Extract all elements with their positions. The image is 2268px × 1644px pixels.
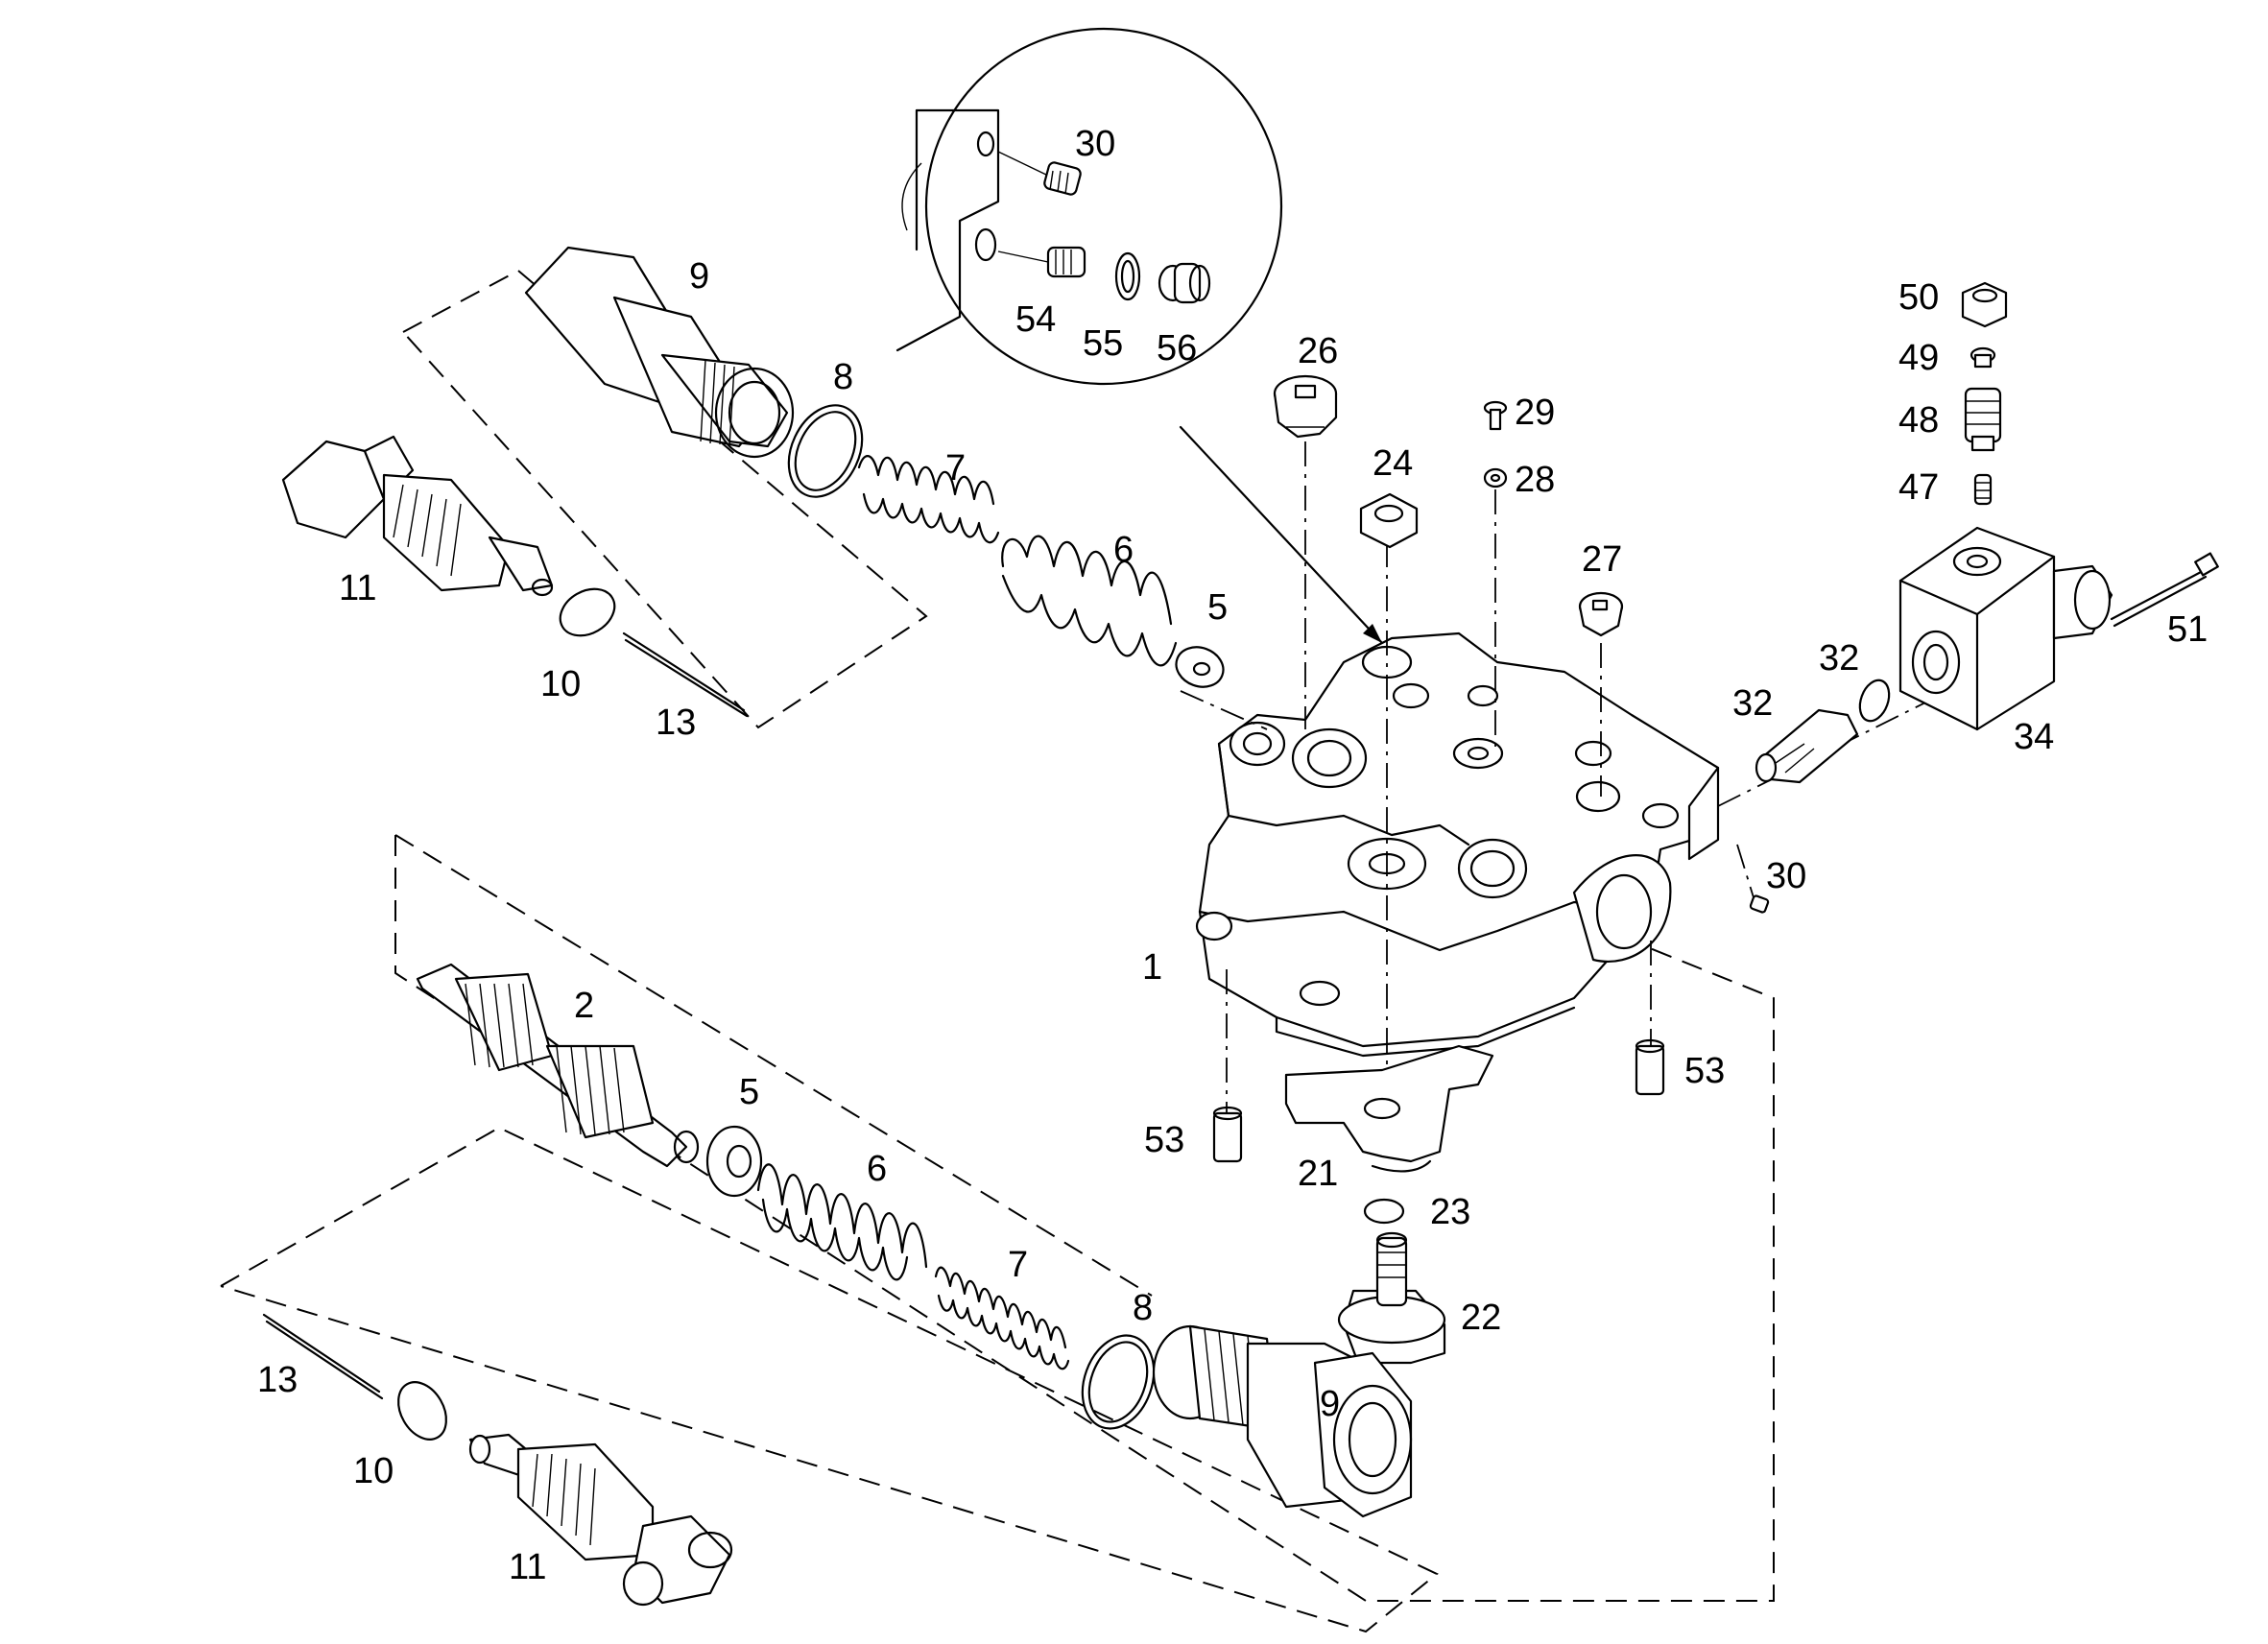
- callout-32-left: 32: [1732, 683, 1773, 724]
- adapter-9-lower: [1152, 1324, 1413, 1518]
- callout-23: 23: [1430, 1192, 1470, 1232]
- callout-28: 28: [1515, 460, 1555, 500]
- callout-8-upper: 8: [833, 357, 853, 397]
- callout-21: 21: [1298, 1154, 1338, 1194]
- seal-ring-55: [1114, 251, 1141, 301]
- nozzle-47: [1973, 473, 1993, 506]
- callout-29: 29: [1515, 393, 1555, 433]
- callout-53-left: 53: [1144, 1120, 1184, 1160]
- valve-body-1: [1195, 631, 1720, 1058]
- callout-10-lower: 10: [353, 1451, 394, 1491]
- o-ring-23: [1363, 1198, 1405, 1225]
- pin-13-upper: [622, 631, 749, 718]
- set-screw-30-detail: [997, 151, 1082, 196]
- callout-5-lower: 5: [739, 1072, 759, 1112]
- callout-24: 24: [1373, 443, 1413, 484]
- callout-54: 54: [1015, 299, 1056, 340]
- callout-8-lower: 8: [1133, 1288, 1153, 1328]
- set-screw-30-side: [1749, 894, 1770, 914]
- callout-51: 51: [2167, 609, 2208, 650]
- callout-50: 50: [1898, 277, 1939, 318]
- washer-49: [1970, 346, 1996, 369]
- nut-24: [1359, 492, 1419, 549]
- lever-21: [1284, 1044, 1494, 1173]
- callout-22: 22: [1461, 1298, 1501, 1338]
- o-ring-10-lower: [397, 1381, 447, 1441]
- callout-32-right: 32: [1819, 638, 1859, 679]
- callout-7-lower: 7: [1008, 1245, 1028, 1285]
- callout-9-upper: 9: [689, 256, 709, 297]
- callout-48: 48: [1898, 400, 1939, 441]
- bolt-51: [2110, 552, 2219, 628]
- plug-56: [1158, 262, 1211, 304]
- set-screw-54: [997, 246, 1086, 278]
- fitting-48: [1964, 387, 2002, 452]
- washer-5-upper: [1175, 646, 1225, 688]
- valve-insert-11-upper: [281, 435, 554, 597]
- spring-6-lower: [756, 1163, 928, 1281]
- pin-13-lower: [262, 1313, 384, 1400]
- callout-5-upper: 5: [1207, 587, 1228, 628]
- spring-7-upper: [857, 455, 1000, 544]
- callout-56: 56: [1157, 328, 1197, 369]
- spool-2: [416, 963, 700, 1168]
- callout-34: 34: [2014, 717, 2054, 757]
- callout-labels: 1 2 5 5 6 6 7 7 8 8 9 9 10 10 11 11 13 1…: [257, 124, 2208, 1587]
- callout-27: 27: [1582, 539, 1622, 580]
- callout-1: 1: [1142, 947, 1162, 988]
- spring-7-lower: [934, 1266, 1070, 1370]
- o-ring-32-right: [1858, 679, 1891, 723]
- callout-9-lower: 9: [1320, 1384, 1340, 1424]
- pin-53-right: [1635, 1038, 1665, 1096]
- nut-28: [1483, 467, 1508, 488]
- detail-view-circle: [895, 27, 1384, 645]
- solenoid-block-34: [1898, 526, 2113, 731]
- callout-2: 2: [574, 986, 594, 1026]
- washer-5-lower: [705, 1125, 763, 1198]
- callout-49: 49: [1898, 338, 1939, 378]
- adapter-9-upper: [524, 246, 795, 459]
- nut-50: [1961, 281, 2008, 328]
- callout-47: 47: [1898, 467, 1939, 508]
- assembly-outline-lower-inner: [220, 1126, 1439, 1633]
- callout-30-detail: 30: [1075, 124, 1115, 164]
- assembly-outline-upper: [402, 269, 928, 729]
- pin-53-left: [1212, 1106, 1243, 1163]
- plug-26: [1273, 374, 1338, 439]
- o-ring-10-upper: [559, 587, 616, 637]
- callout-13-upper: 13: [656, 703, 696, 743]
- callout-11-lower: 11: [509, 1547, 546, 1587]
- callout-7-upper: 7: [945, 448, 966, 488]
- o-ring-8-lower: [1081, 1334, 1156, 1430]
- callout-55: 55: [1083, 323, 1123, 364]
- callout-6-lower: 6: [867, 1149, 887, 1189]
- callout-13-lower: 13: [257, 1360, 298, 1400]
- callout-11-upper: 11: [339, 568, 376, 608]
- check-valve-32: [1755, 708, 1859, 784]
- callout-6-upper: 6: [1113, 530, 1134, 570]
- knob-22: [1337, 1231, 1446, 1365]
- callout-10-upper: 10: [540, 664, 581, 704]
- valve-insert-11-lower: [468, 1433, 733, 1607]
- o-ring-8-upper: [787, 404, 864, 498]
- callout-26: 26: [1298, 331, 1338, 371]
- spring-6-upper: [1001, 535, 1178, 667]
- callout-53-right: 53: [1684, 1051, 1725, 1091]
- callout-30-side: 30: [1766, 856, 1806, 896]
- screw-29: [1483, 400, 1508, 431]
- plug-27: [1578, 591, 1624, 637]
